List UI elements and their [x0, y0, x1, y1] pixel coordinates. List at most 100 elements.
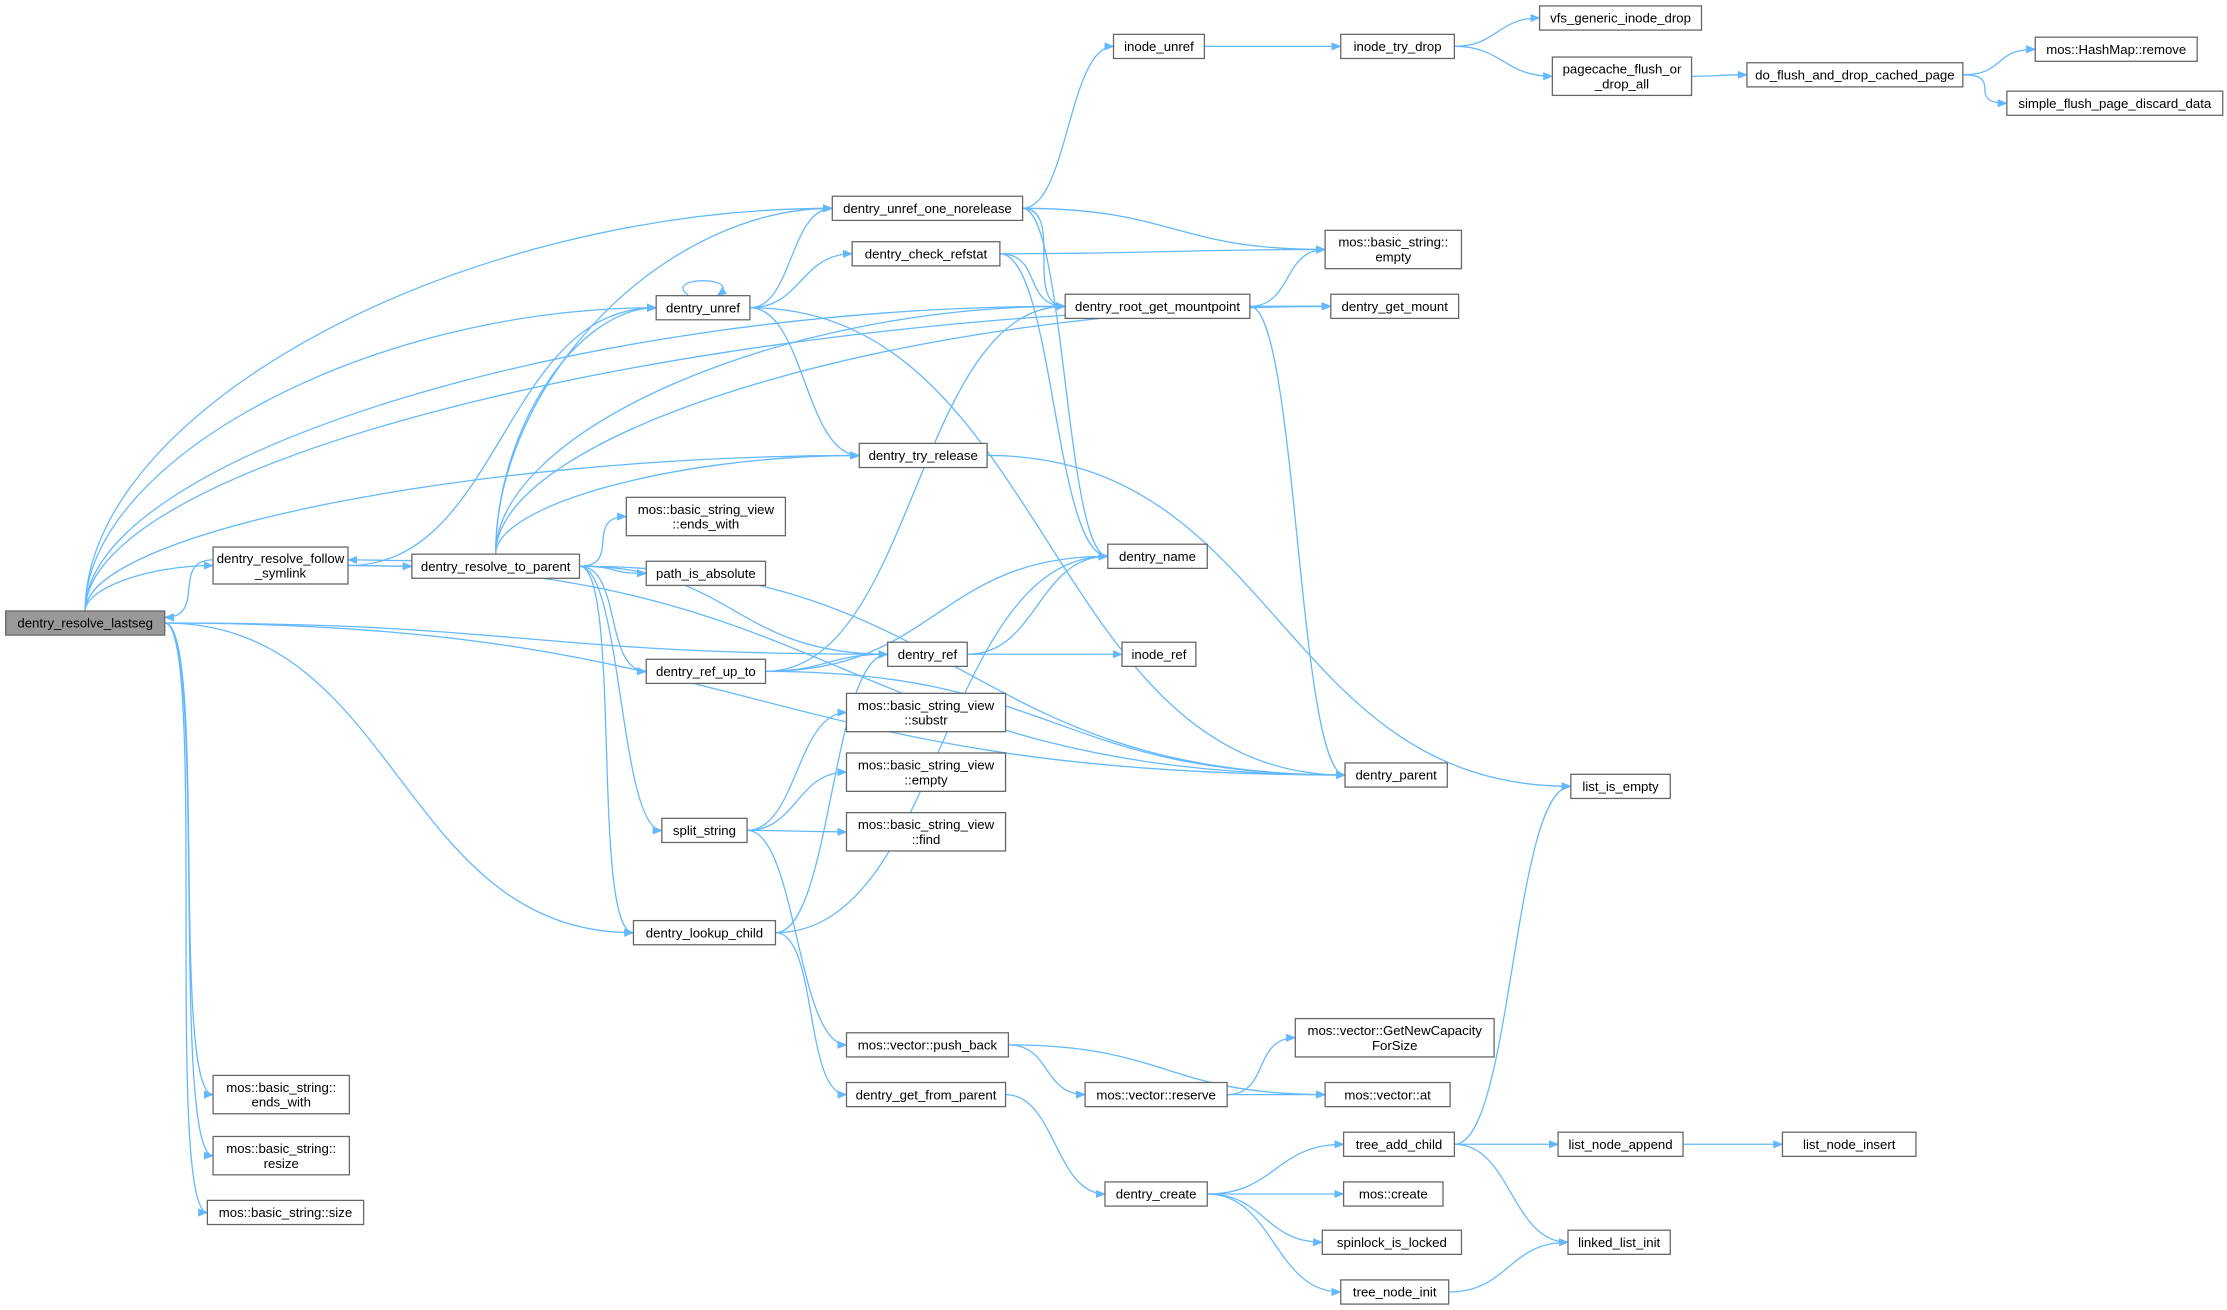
- node-label: mos::vector::reserve: [1096, 1087, 1215, 1102]
- call-edge: [84, 561, 215, 612]
- function-node[interactable]: simple_flush_page_discard_data: [2006, 90, 2224, 116]
- function-node[interactable]: dentry_resolve_follow_symlink: [212, 546, 349, 585]
- call-edge: [765, 670, 1347, 780]
- node-box: [845, 812, 1007, 852]
- node-label: tree_node_init: [1353, 1285, 1437, 1300]
- node-label: vfs_generic_inode_drop: [1550, 11, 1691, 26]
- node-box: [206, 1199, 365, 1226]
- function-node[interactable]: dentry_create: [1104, 1181, 1208, 1207]
- node-label: dentry_get_mount: [1342, 299, 1449, 314]
- node-box: [887, 641, 968, 668]
- function-node[interactable]: linked_list_init: [1567, 1229, 1671, 1255]
- function-node[interactable]: mos::basic_string::empty: [1324, 229, 1463, 270]
- node-box: [5, 610, 166, 636]
- function-node[interactable]: mos::basic_string::size: [206, 1199, 365, 1226]
- function-node[interactable]: mos::basic_string_view::ends_with: [625, 496, 787, 537]
- function-node[interactable]: dentry_root_get_mountpoint: [1064, 293, 1251, 320]
- function-node[interactable]: dentry_lookup_child: [632, 919, 777, 946]
- function-node[interactable]: mos::basic_string_view::substr: [845, 692, 1007, 733]
- function-node[interactable]: mos::vector::push_back: [845, 1032, 1010, 1058]
- node-label: ForSize: [1372, 1038, 1417, 1053]
- node-box: [1084, 1081, 1228, 1108]
- function-node[interactable]: dentry_check_refstat: [851, 241, 1001, 267]
- call-edge: [1962, 45, 2037, 76]
- node-box: [858, 442, 988, 469]
- node-box: [212, 1074, 351, 1115]
- node-label: do_flush_and_drop_cached_page: [1755, 68, 1954, 83]
- function-node[interactable]: mos::create: [1342, 1181, 1444, 1207]
- function-node[interactable]: dentry_name: [1107, 543, 1208, 570]
- function-node[interactable]: mos::basic_string_view::empty: [845, 752, 1007, 792]
- function-node[interactable]: mos::vector::reserve: [1084, 1081, 1228, 1108]
- function-node[interactable]: dentry_ref: [887, 641, 968, 668]
- function-node[interactable]: inode_try_drop: [1340, 33, 1456, 60]
- function-node[interactable]: dentry_get_mount: [1330, 293, 1460, 320]
- function-node[interactable]: list_is_empty: [1570, 773, 1671, 800]
- call-edge: [967, 552, 1109, 655]
- function-node[interactable]: dentry_unref: [655, 295, 751, 321]
- function-node[interactable]: dentry_parent: [1344, 762, 1448, 788]
- call-edge: [495, 204, 834, 555]
- node-label: list_node_append: [1568, 1137, 1672, 1152]
- node-box: [645, 658, 767, 685]
- call-edge: [84, 302, 1332, 611]
- function-node[interactable]: inode_ref: [1121, 641, 1197, 668]
- node-box: [1781, 1131, 1917, 1157]
- function-node[interactable]: path_is_absolute: [645, 560, 767, 587]
- call-edge: [346, 555, 412, 564]
- call-edge: [579, 565, 635, 937]
- node-label: _drop_all: [1594, 76, 1649, 91]
- node-box: [1104, 1181, 1208, 1207]
- node-label: mos::basic_string_view: [638, 502, 775, 517]
- call-edge: [1454, 1143, 1570, 1247]
- call-edge: [164, 622, 635, 937]
- function-node[interactable]: mos::basic_string::ends_with: [212, 1074, 351, 1115]
- function-node[interactable]: vfs_generic_inode_drop: [1538, 5, 1703, 31]
- node-label: empty: [1375, 250, 1411, 265]
- function-node[interactable]: dentry_unref_one_norelease: [831, 195, 1024, 222]
- call-edge: [347, 564, 1347, 780]
- function-node[interactable]: list_node_append: [1557, 1131, 1684, 1157]
- function-node[interactable]: mos::HashMap::remove: [2034, 36, 2198, 62]
- function-node[interactable]: tree_node_init: [1340, 1279, 1450, 1305]
- node-box: [1112, 33, 1206, 60]
- function-node[interactable]: do_flush_and_drop_cached_page: [1746, 62, 1964, 88]
- call-edge: [987, 454, 1572, 791]
- edges-layer: [84, 13, 2037, 1297]
- call-edge: [682, 280, 728, 297]
- node-box: [212, 1135, 351, 1176]
- node-label: list_is_empty: [1582, 779, 1659, 794]
- root-function-node[interactable]: dentry_resolve_lastseg: [5, 610, 166, 636]
- node-label: ::ends_with: [673, 517, 740, 532]
- node-box: [1570, 773, 1671, 800]
- node-label: dentry_unref_one_norelease: [843, 201, 1012, 216]
- function-node[interactable]: dentry_try_release: [858, 442, 988, 469]
- function-node[interactable]: dentry_resolve_to_parent: [411, 553, 581, 579]
- function-node[interactable]: spinlock_is_locked: [1321, 1229, 1463, 1255]
- node-label: pagecache_flush_or: [1563, 61, 1682, 76]
- function-node[interactable]: dentry_get_from_parent: [845, 1081, 1007, 1108]
- call-edge: [1454, 45, 1554, 81]
- node-label: ::substr: [904, 713, 948, 728]
- node-box: [1342, 1181, 1444, 1207]
- function-node[interactable]: mos::basic_string::resize: [212, 1135, 351, 1176]
- node-label: linked_list_init: [1578, 1235, 1660, 1250]
- call-edge: [747, 768, 848, 832]
- node-label: dentry_create: [1116, 1187, 1197, 1202]
- function-node[interactable]: mos::vector::at: [1324, 1081, 1451, 1108]
- call-edge: [749, 307, 861, 460]
- function-node[interactable]: inode_unref: [1112, 33, 1206, 60]
- function-node[interactable]: tree_add_child: [1342, 1131, 1456, 1157]
- function-node[interactable]: dentry_ref_up_to: [645, 658, 767, 685]
- function-node[interactable]: pagecache_flush_or_drop_all: [1551, 56, 1693, 97]
- node-label: inode_try_drop: [1354, 39, 1442, 54]
- call-edge: [1022, 207, 1109, 561]
- node-box: [1551, 56, 1693, 97]
- function-node[interactable]: list_node_insert: [1781, 1131, 1917, 1157]
- call-edge: [775, 650, 889, 934]
- function-node[interactable]: mos::basic_string_view::find: [845, 812, 1007, 852]
- function-node[interactable]: split_string: [661, 817, 748, 844]
- node-label: dentry_lookup_child: [646, 925, 763, 940]
